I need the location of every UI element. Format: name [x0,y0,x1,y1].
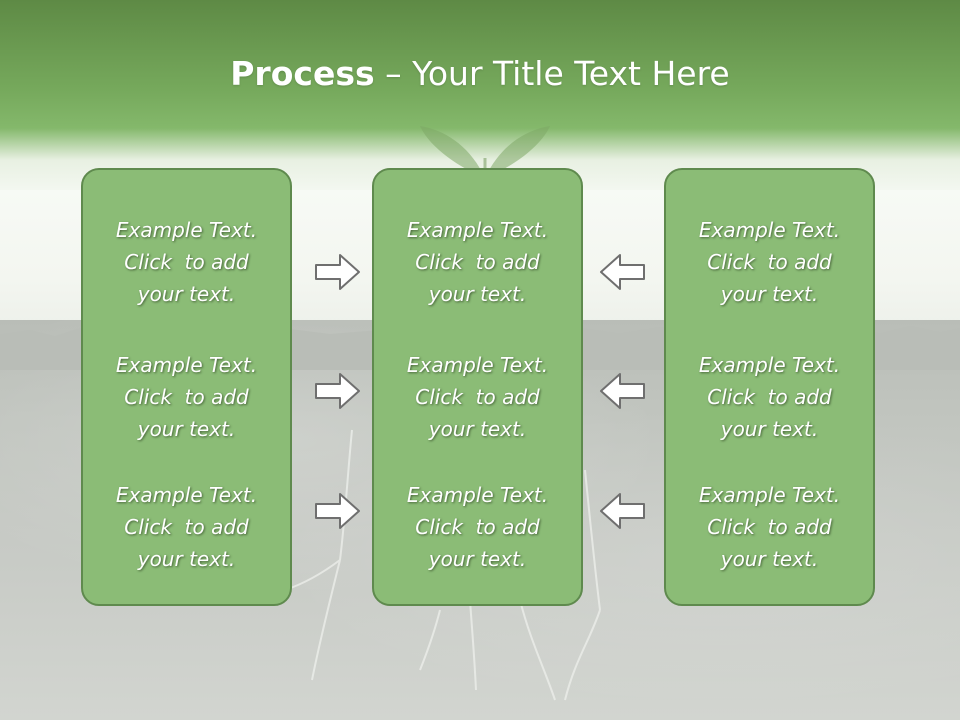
text-line: Click to add [707,385,832,409]
arrow-right-icon[interactable] [314,371,362,411]
title-bold: Process [230,54,375,93]
text-line: Click to add [124,250,249,274]
text-line: your text. [137,417,236,441]
text-line: your text. [720,547,819,571]
text-line: Example Text. [698,218,841,242]
column-left[interactable]: Example Text. Click to add your text. Ex… [81,168,292,606]
text-line: Click to add [707,515,832,539]
text-line: your text. [137,547,236,571]
text-line: Click to add [707,250,832,274]
text-line: your text. [428,417,527,441]
text-block[interactable]: Example Text. Click to add your text. [83,479,290,575]
header-band [0,0,960,200]
text-line: your text. [428,282,527,306]
column-center[interactable]: Example Text. Click to add your text. Ex… [372,168,583,606]
slide-title[interactable]: Process – Your Title Text Here [0,52,960,96]
text-line: Example Text. [406,353,549,377]
text-block[interactable]: Example Text. Click to add your text. [374,214,581,310]
text-line: Click to add [124,385,249,409]
text-line: Click to add [124,515,249,539]
text-block[interactable]: Example Text. Click to add your text. [83,349,290,445]
text-block[interactable]: Example Text. Click to add your text. [374,479,581,575]
text-line: Example Text. [115,353,258,377]
text-block[interactable]: Example Text. Click to add your text. [83,214,290,310]
text-line: Click to add [415,250,540,274]
arrow-right-icon[interactable] [314,491,362,531]
arrow-left-icon[interactable] [598,491,646,531]
text-line: Example Text. [406,483,549,507]
arrow-left-icon[interactable] [598,252,646,292]
text-line: Click to add [415,385,540,409]
text-line: Click to add [415,515,540,539]
text-line: Example Text. [115,218,258,242]
title-rest: – Your Title Text Here [374,54,730,93]
text-line: Example Text. [406,218,549,242]
text-line: your text. [137,282,236,306]
text-block[interactable]: Example Text. Click to add your text. [666,479,873,575]
text-block[interactable]: Example Text. Click to add your text. [374,349,581,445]
text-line: Example Text. [115,483,258,507]
text-block[interactable]: Example Text. Click to add your text. [666,214,873,310]
arrow-left-icon[interactable] [598,371,646,411]
arrow-right-icon[interactable] [314,252,362,292]
text-line: Example Text. [698,353,841,377]
text-line: Example Text. [698,483,841,507]
text-block[interactable]: Example Text. Click to add your text. [666,349,873,445]
column-right[interactable]: Example Text. Click to add your text. Ex… [664,168,875,606]
text-line: your text. [428,547,527,571]
text-line: your text. [720,417,819,441]
text-line: your text. [720,282,819,306]
